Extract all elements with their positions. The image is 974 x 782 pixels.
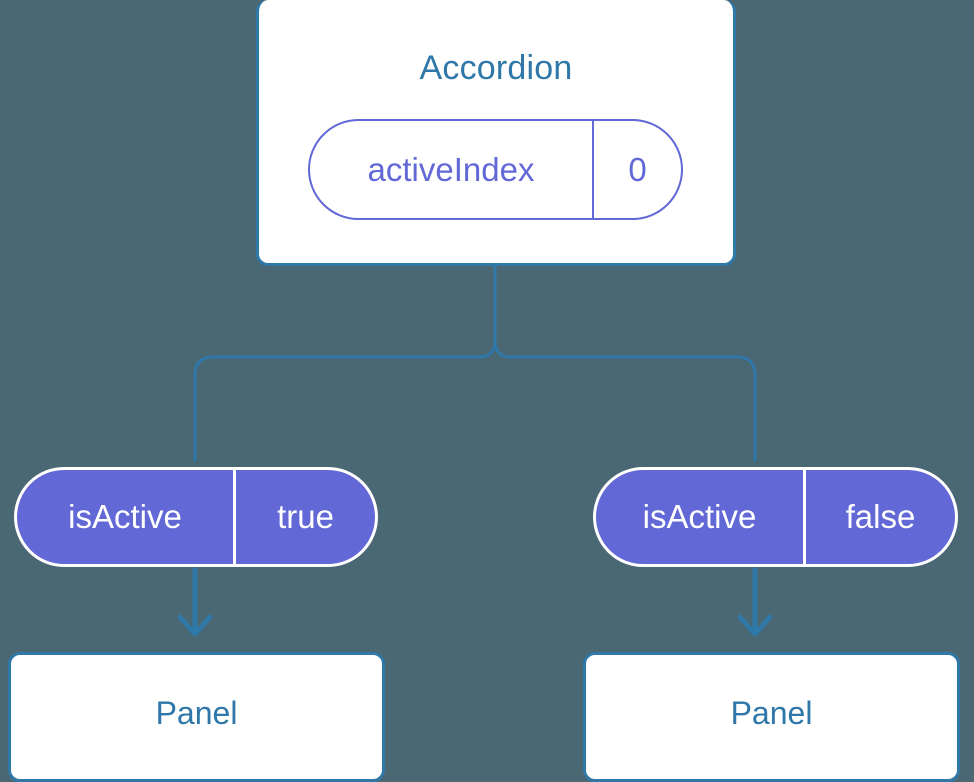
accordion-title: Accordion <box>419 49 573 87</box>
state-badge-active-index[interactable]: activeIndex 0 <box>308 119 683 220</box>
state-badge-value: 0 <box>628 150 647 188</box>
connector-root-to-left <box>193 264 497 462</box>
arrow-down-icon-right <box>737 567 773 637</box>
prop-badge-value-right: false <box>845 498 916 535</box>
panel-component-card-right[interactable]: Panel <box>583 652 960 782</box>
panel-title-left: Panel <box>155 695 238 731</box>
prop-badge-is-active-right[interactable]: isActive false <box>593 467 958 567</box>
connector-root-to-right <box>493 264 757 462</box>
arrow-down-icon-left <box>177 567 213 637</box>
panel-title-right: Panel <box>730 695 813 731</box>
prop-badge-is-active-left[interactable]: isActive true <box>14 467 378 567</box>
prop-badge-value-left: true <box>277 498 334 535</box>
prop-badge-key-right: isActive <box>596 470 806 564</box>
panel-component-card-left[interactable]: Panel <box>8 652 385 782</box>
prop-badge-key-left: isActive <box>17 470 236 564</box>
state-badge-key: activeIndex <box>310 121 594 218</box>
